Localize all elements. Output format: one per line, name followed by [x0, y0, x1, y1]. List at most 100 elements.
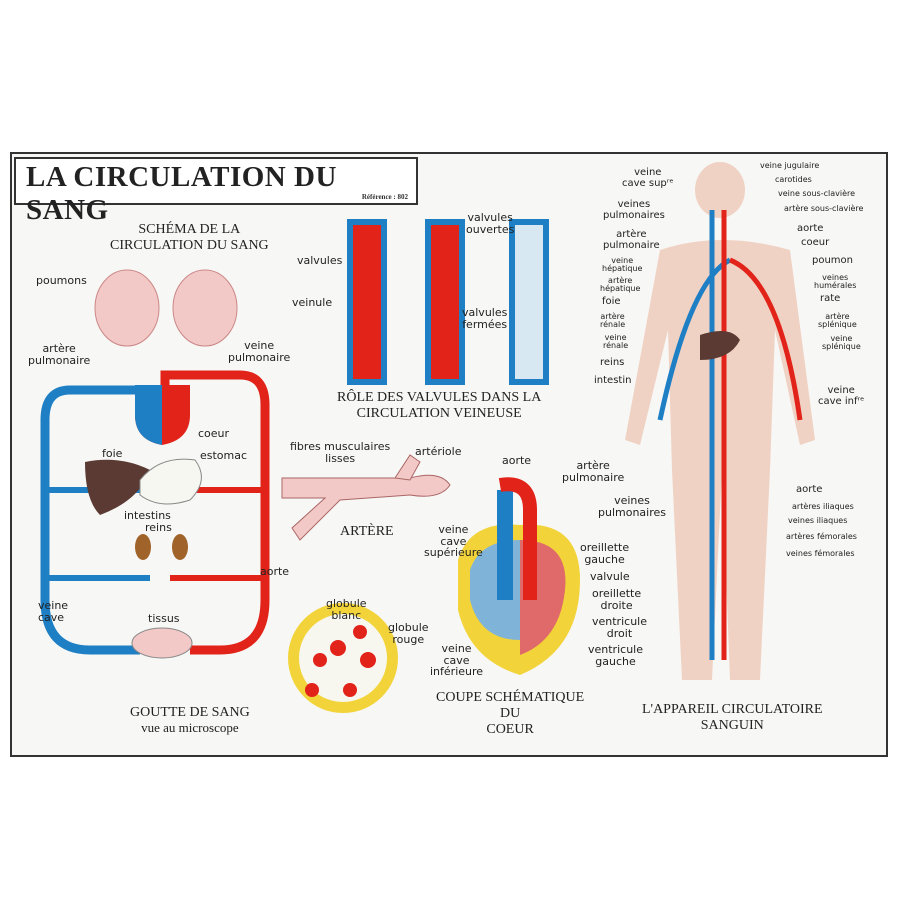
liver	[85, 459, 150, 515]
body-label: rate	[820, 293, 841, 304]
body-label: carotides	[775, 175, 812, 184]
body-label: reins	[600, 357, 625, 368]
heart-caption: COUPE SCHÉMATIQUE DU COEUR	[436, 690, 584, 738]
red-cell	[353, 625, 367, 639]
vein-circuit	[40, 385, 165, 655]
body-label: artère hépatique	[600, 276, 641, 294]
body-label: intestin	[594, 375, 632, 386]
lung-left	[94, 269, 160, 347]
blood-caption: GOUTTE DE SANG vue au microscope	[130, 705, 250, 736]
body-liver	[700, 331, 740, 360]
label-foie: foie	[102, 447, 123, 460]
label-artere-pulmonaire-heart: artère pulmonaire	[562, 459, 625, 484]
body-label: veines iliaques	[788, 516, 848, 525]
label-fibres: fibres musculaires lisses	[290, 440, 391, 465]
label-valvules-ouvertes: valvules ouvertes	[466, 211, 515, 236]
stomach	[139, 458, 202, 505]
schema-caption: SCHÉMA DE LA CIRCULATION DU SANG	[110, 222, 269, 254]
body-label: veine rénale	[603, 333, 629, 351]
label-valvule: valvule	[590, 570, 630, 583]
caption-line: COEUR	[486, 722, 534, 738]
body-label: veines fémorales	[786, 549, 855, 558]
label-aorte: aorte	[260, 565, 290, 578]
body-label: veine cave supʳᵉ	[622, 167, 674, 189]
kidney-left	[135, 534, 151, 560]
body-arteries	[721, 210, 803, 660]
body-label: veines humérales	[814, 273, 857, 291]
kidney-right	[172, 534, 188, 560]
artery-caption: ARTÈRE	[340, 524, 394, 539]
vein-valves-3	[509, 219, 549, 385]
body-label: veine sous-clavière	[778, 189, 856, 198]
body-diagram	[625, 162, 815, 680]
body-label: artères fémorales	[786, 532, 857, 541]
reference-number: Référence : 802	[361, 193, 408, 201]
red-cell	[330, 640, 346, 656]
valves-diagram	[347, 219, 549, 385]
label-oreillette-droite: oreillette droite	[592, 587, 642, 612]
body-label: artère rénale	[600, 312, 626, 330]
red-cell	[305, 683, 319, 697]
artery-diagram	[281, 454, 451, 541]
body-silhouette	[625, 240, 815, 680]
label-valvules: valvules	[297, 254, 343, 267]
label-poumons: poumons	[36, 274, 87, 287]
label-ventricule-gauche: ventricule gauche	[588, 643, 643, 668]
label-estomac: estomac	[200, 449, 248, 462]
body-veins	[657, 210, 732, 660]
body-label: foie	[602, 296, 621, 307]
vein-valves-2	[425, 219, 465, 385]
label-veine-cave-sup: veine cave supérieure	[424, 523, 483, 560]
caption-line: vue au microscope	[141, 720, 239, 736]
red-cell	[360, 652, 376, 668]
caption-line: RÔLE DES VALVULES DANS LA	[337, 390, 542, 405]
label-veine-cave: veine cave	[38, 599, 69, 624]
caption-line: COUPE SCHÉMATIQUE	[436, 690, 585, 705]
label-intestins: intestins	[124, 509, 171, 522]
artery-circuit	[160, 370, 270, 655]
body-label: artères iliaques	[792, 502, 854, 511]
label-artere-pulmonaire: artère pulmonaire	[28, 342, 91, 367]
body-label: poumon	[812, 255, 854, 266]
red-cell	[343, 683, 357, 697]
caption-line: SCHÉMA DE LA	[138, 222, 241, 237]
body-label: artère splénique	[818, 312, 857, 330]
body-label: veines pulmonaires	[603, 199, 665, 221]
label-reins: reins	[145, 521, 172, 534]
body-label: veine jugulaire	[760, 161, 820, 170]
tissue	[131, 627, 193, 659]
artery-tube	[281, 474, 451, 541]
body-label: veine hépatique	[602, 256, 643, 274]
artery-branches	[170, 487, 265, 581]
arteriole	[394, 454, 421, 481]
valves-caption: RÔLE DES VALVULES DANS LA CIRCULATION VE…	[337, 390, 541, 422]
label-ventricule-droit: ventricule droit	[592, 615, 647, 640]
label-veines-pulmonaires-heart: veines pulmonaires	[598, 494, 667, 519]
caption-line: DU	[499, 706, 521, 722]
caption-line: CIRCULATION DU SANG	[110, 238, 269, 254]
body-label: coeur	[801, 237, 830, 248]
label-coeur: coeur	[198, 427, 230, 440]
label-arteriole: artériole	[415, 445, 462, 458]
head	[695, 162, 745, 218]
label-valvules-fermees: valvules fermées	[462, 306, 508, 331]
label-globule-blanc: globule blanc	[326, 597, 367, 622]
aorta	[498, 477, 537, 600]
heart-section-diagram	[458, 477, 580, 675]
page-title: LA CIRCULATION DU SANG	[26, 161, 337, 226]
title-box: LA CIRCULATION DU SANG Référence : 802	[14, 157, 418, 226]
body-caption: L'APPAREIL CIRCULATOIRE SANGUIN	[642, 702, 823, 734]
caption-line: GOUTTE DE SANG	[130, 705, 250, 720]
label-veine-cave-inf: veine cave inférieure	[430, 642, 484, 679]
label-veinule: veinule	[292, 296, 333, 309]
red-cell	[313, 653, 327, 667]
vein-valves-1	[347, 219, 387, 385]
blood-drop-diagram	[288, 603, 398, 713]
schema-diagram	[40, 269, 270, 659]
label-oreillette-gauche: oreillette gauche	[580, 541, 630, 566]
body-label: artère pulmonaire	[603, 229, 660, 251]
body-label: veine cave infʳᵉ	[818, 385, 865, 407]
label-globule-rouge: globule rouge	[388, 621, 429, 646]
body-label: veine splénique	[822, 334, 861, 352]
